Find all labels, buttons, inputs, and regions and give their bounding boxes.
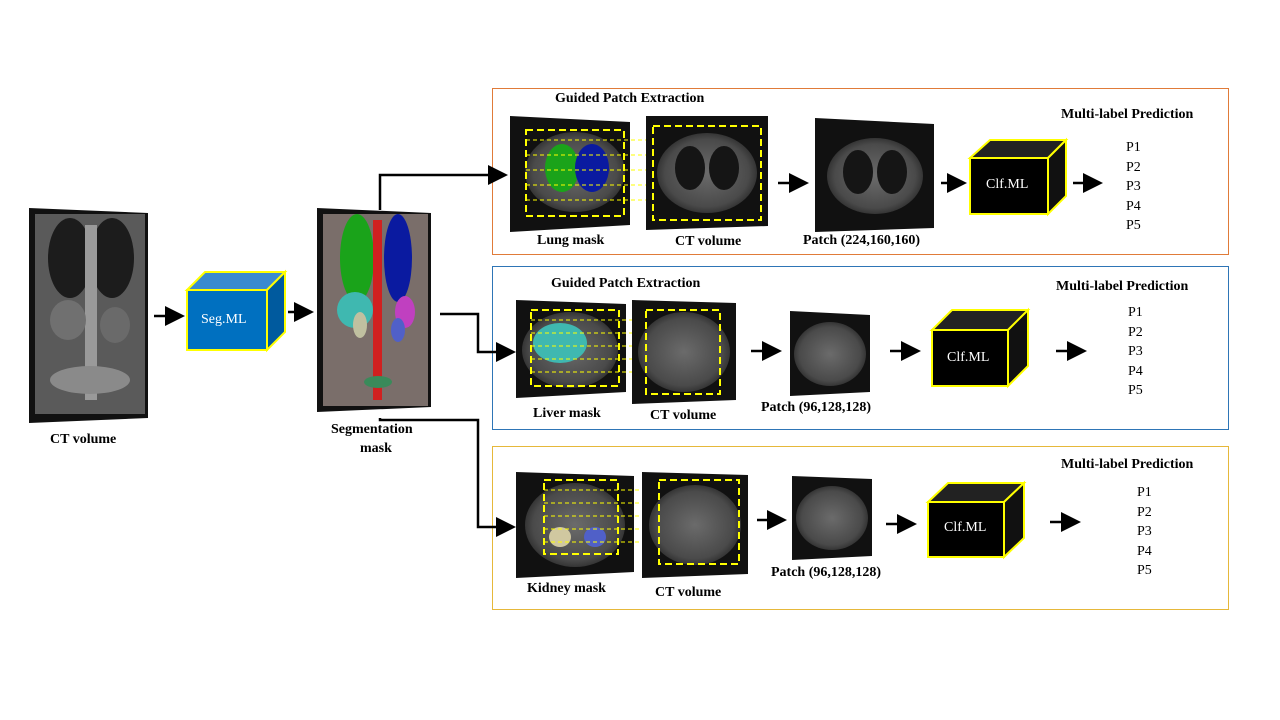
kidney-clf-ml-model-cube: [925, 480, 1027, 560]
seg-ml-label: Seg.ML: [201, 312, 247, 327]
seg-ml-model-cube: [184, 269, 288, 353]
input-ct-volume-label: CT volume: [50, 432, 117, 447]
prediction-item: P4: [1137, 543, 1152, 559]
kidney-clf-ml-label: Clf.ML: [944, 520, 987, 535]
kidney-ct-volume-label: CT volume: [655, 585, 722, 600]
liver-ct-volume-image: [632, 300, 736, 404]
prediction-item: P3: [1128, 344, 1143, 359]
segmentation-mask-image: [317, 208, 431, 412]
liver-ct-volume-label: CT volume: [650, 408, 717, 423]
liver-mask-image: [516, 300, 626, 398]
prediction-item: P2: [1137, 504, 1152, 520]
kidney-multi-label-prediction-title: Multi-label Prediction: [1061, 457, 1194, 472]
input-ct-volume-image: [29, 208, 148, 423]
prediction-item: P1: [1137, 485, 1152, 500]
lung-multi-label-prediction-title: Multi-label Prediction: [1061, 107, 1194, 122]
liver-multi-label-prediction-title: Multi-label Prediction: [1056, 279, 1189, 294]
liver-prediction-list: P1 P2 P3 P4 P5: [1128, 303, 1143, 401]
lung-prediction-list: P1 P2 P3 P4 P5: [1126, 138, 1141, 236]
kidney-patch-image: [792, 476, 872, 560]
lung-ct-volume-label: CT volume: [675, 234, 742, 249]
liver-clf-ml-label: Clf.ML: [947, 350, 990, 365]
kidney-mask-image: [516, 472, 634, 578]
kidney-mask-label: Kidney mask: [527, 581, 606, 596]
prediction-item: P3: [1137, 524, 1152, 539]
liver-guided-patch-extraction-title: Guided Patch Extraction: [551, 276, 701, 291]
kidney-prediction-list: P1 P2 P3 P4 P5: [1137, 483, 1152, 581]
lung-guided-patch-extraction-title: Guided Patch Extraction: [555, 91, 705, 106]
prediction-item: P5: [1128, 383, 1143, 398]
liver-patch-image: [790, 311, 870, 396]
prediction-item: P2: [1128, 324, 1143, 340]
lung-patch-image: [815, 118, 934, 232]
prediction-item: P2: [1126, 159, 1141, 175]
prediction-item: P1: [1126, 140, 1141, 155]
segmentation-mask-label-line1: Segmentation: [331, 422, 413, 437]
lung-mask-image: [510, 116, 630, 232]
kidney-guide-lines: [544, 489, 650, 543]
segmentation-mask-label-line2: mask: [360, 441, 392, 456]
prediction-item: P5: [1137, 563, 1152, 578]
prediction-item: P1: [1128, 305, 1143, 320]
kidney-ct-volume-image: [642, 472, 748, 578]
liver-mask-label: Liver mask: [533, 406, 601, 421]
prediction-item: P3: [1126, 179, 1141, 194]
liver-guide-lines: [531, 319, 645, 373]
prediction-item: P4: [1128, 363, 1143, 379]
lung-ct-volume-image: [646, 116, 768, 230]
prediction-item: P5: [1126, 218, 1141, 233]
liver-patch-label: Patch (96,128,128): [761, 400, 872, 415]
liver-clf-ml-model-cube: [929, 307, 1031, 389]
lung-mask-label: Lung mask: [537, 233, 605, 248]
lung-clf-ml-model-cube: [967, 137, 1069, 217]
kidney-patch-label: Patch (96,128,128): [771, 565, 882, 580]
prediction-item: P4: [1126, 198, 1141, 214]
lung-clf-ml-label: Clf.ML: [986, 177, 1029, 192]
lung-patch-label: Patch (224,160,160): [803, 233, 921, 248]
